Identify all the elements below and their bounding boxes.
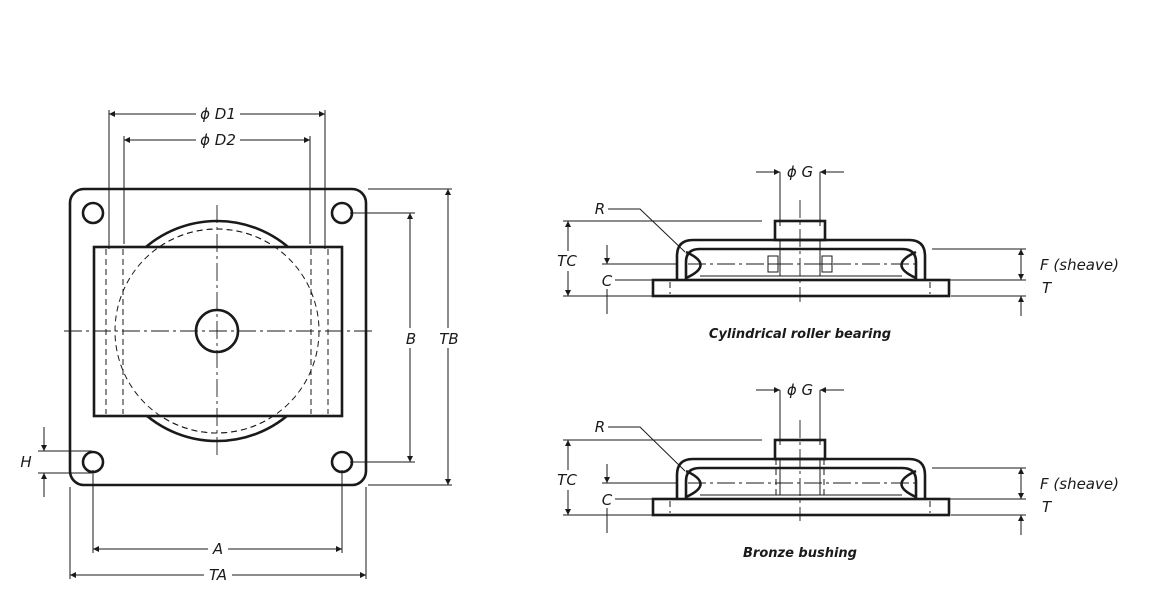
label-d1: ϕ D1 (200, 105, 236, 123)
base-plate-outline (68, 187, 368, 487)
label-r-top: R (595, 200, 605, 218)
label-c-top: C (602, 272, 613, 290)
label-r-bottom: R (595, 418, 605, 436)
mount-hole-tr (330, 201, 354, 225)
label-b: B (406, 330, 416, 348)
label-c-bottom: C (602, 491, 613, 509)
mount-hole-tl (81, 201, 105, 225)
top-view: ϕ D1 ϕ D2 B TB H A T (20, 104, 461, 585)
label-ta: TA (209, 566, 227, 584)
side-view-bronze-bushing: ϕ G R TC C F (sheave) T Bronze bushing (556, 381, 1119, 561)
caption-bronze-bushing: Bronze bushing (743, 546, 857, 561)
label-d2: ϕ D2 (200, 131, 236, 149)
label-a: A (212, 540, 223, 558)
label-g-bottom: ϕ G (787, 381, 813, 399)
label-t-top: T (1042, 279, 1053, 297)
caption-roller-bearing: Cylindrical roller bearing (709, 327, 891, 342)
label-t-bottom: T (1042, 498, 1053, 516)
label-f-bottom: F (sheave) (1040, 475, 1119, 493)
label-g-top: ϕ G (787, 163, 813, 181)
side-view-roller-bearing: ϕ G R TC C F (sheave) T Cylindrical roll… (556, 163, 1119, 342)
label-f-top: F (sheave) (1040, 256, 1119, 274)
mount-hole-bl (81, 450, 105, 474)
label-tb: TB (439, 330, 458, 348)
label-h: H (20, 453, 31, 471)
mount-hole-br (330, 450, 354, 474)
label-tc-top: TC (557, 252, 577, 270)
label-tc-bottom: TC (557, 471, 577, 489)
